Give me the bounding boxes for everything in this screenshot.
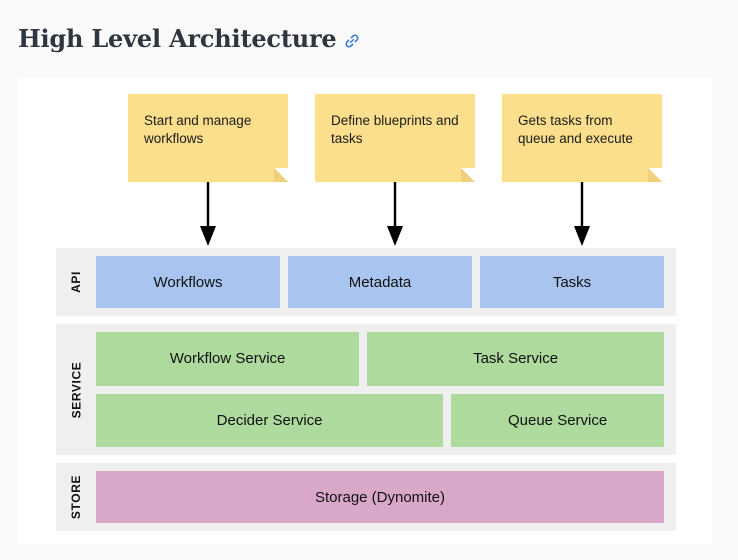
box-storage-dynomite[interactable]: Storage (Dynomite) — [96, 471, 664, 523]
box-workflow-service[interactable]: Workflow Service — [96, 332, 360, 386]
layer-store-body: Storage (Dynomite) — [96, 463, 676, 531]
sticky-note-text: Define blueprints and tasks — [331, 113, 459, 146]
layer-label-api: API — [56, 248, 96, 316]
box-metadata[interactable]: Metadata — [288, 256, 472, 308]
layer-label-text: STORE — [69, 474, 83, 520]
layer-service: SERVICE Workflow Service Task Service De… — [56, 324, 676, 455]
layer-store: STORE Storage (Dynomite) — [56, 463, 676, 531]
sticky-note-gets-tasks: Gets tasks from queue and execute — [502, 94, 662, 182]
sticky-notes-layer: Start and manage workflows Define bluepr… — [18, 78, 712, 258]
layer-service-body: Workflow Service Task Service Decider Se… — [96, 324, 676, 455]
box-tasks[interactable]: Tasks — [480, 256, 664, 308]
layer-service-row-2: Decider Service Queue Service — [96, 393, 664, 447]
architecture-diagram-card: Start and manage workflows Define bluepr… — [18, 78, 712, 545]
layer-label-text: SERVICE — [69, 361, 84, 418]
page-header: High Level Architecture — [18, 18, 360, 58]
layer-label-service: SERVICE — [56, 324, 96, 455]
layer-label-text: API — [69, 271, 83, 293]
link-anchor-icon[interactable] — [344, 33, 360, 49]
page-title: High Level Architecture — [18, 23, 337, 53]
layer-api: API Workflows Metadata Tasks — [56, 248, 676, 316]
layer-service-row-1: Workflow Service Task Service — [96, 332, 664, 386]
note-fold-corner-icon — [274, 168, 288, 182]
sticky-note-define-blueprints: Define blueprints and tasks — [315, 94, 475, 182]
layer-label-store: STORE — [56, 463, 96, 531]
layer-api-body: Workflows Metadata Tasks — [96, 248, 676, 316]
box-decider-service[interactable]: Decider Service — [96, 393, 444, 447]
sticky-note-text: Start and manage workflows — [144, 113, 252, 146]
note-fold-corner-icon — [648, 168, 662, 182]
sticky-note-text: Gets tasks from queue and execute — [518, 113, 633, 146]
box-task-service[interactable]: Task Service — [367, 332, 664, 386]
box-queue-service[interactable]: Queue Service — [451, 393, 664, 447]
layer-api-row: Workflows Metadata Tasks — [96, 256, 664, 308]
box-workflows[interactable]: Workflows — [96, 256, 280, 308]
layer-store-row: Storage (Dynomite) — [96, 471, 664, 523]
sticky-note-start-manage-workflows: Start and manage workflows — [128, 94, 288, 182]
note-fold-corner-icon — [461, 168, 475, 182]
